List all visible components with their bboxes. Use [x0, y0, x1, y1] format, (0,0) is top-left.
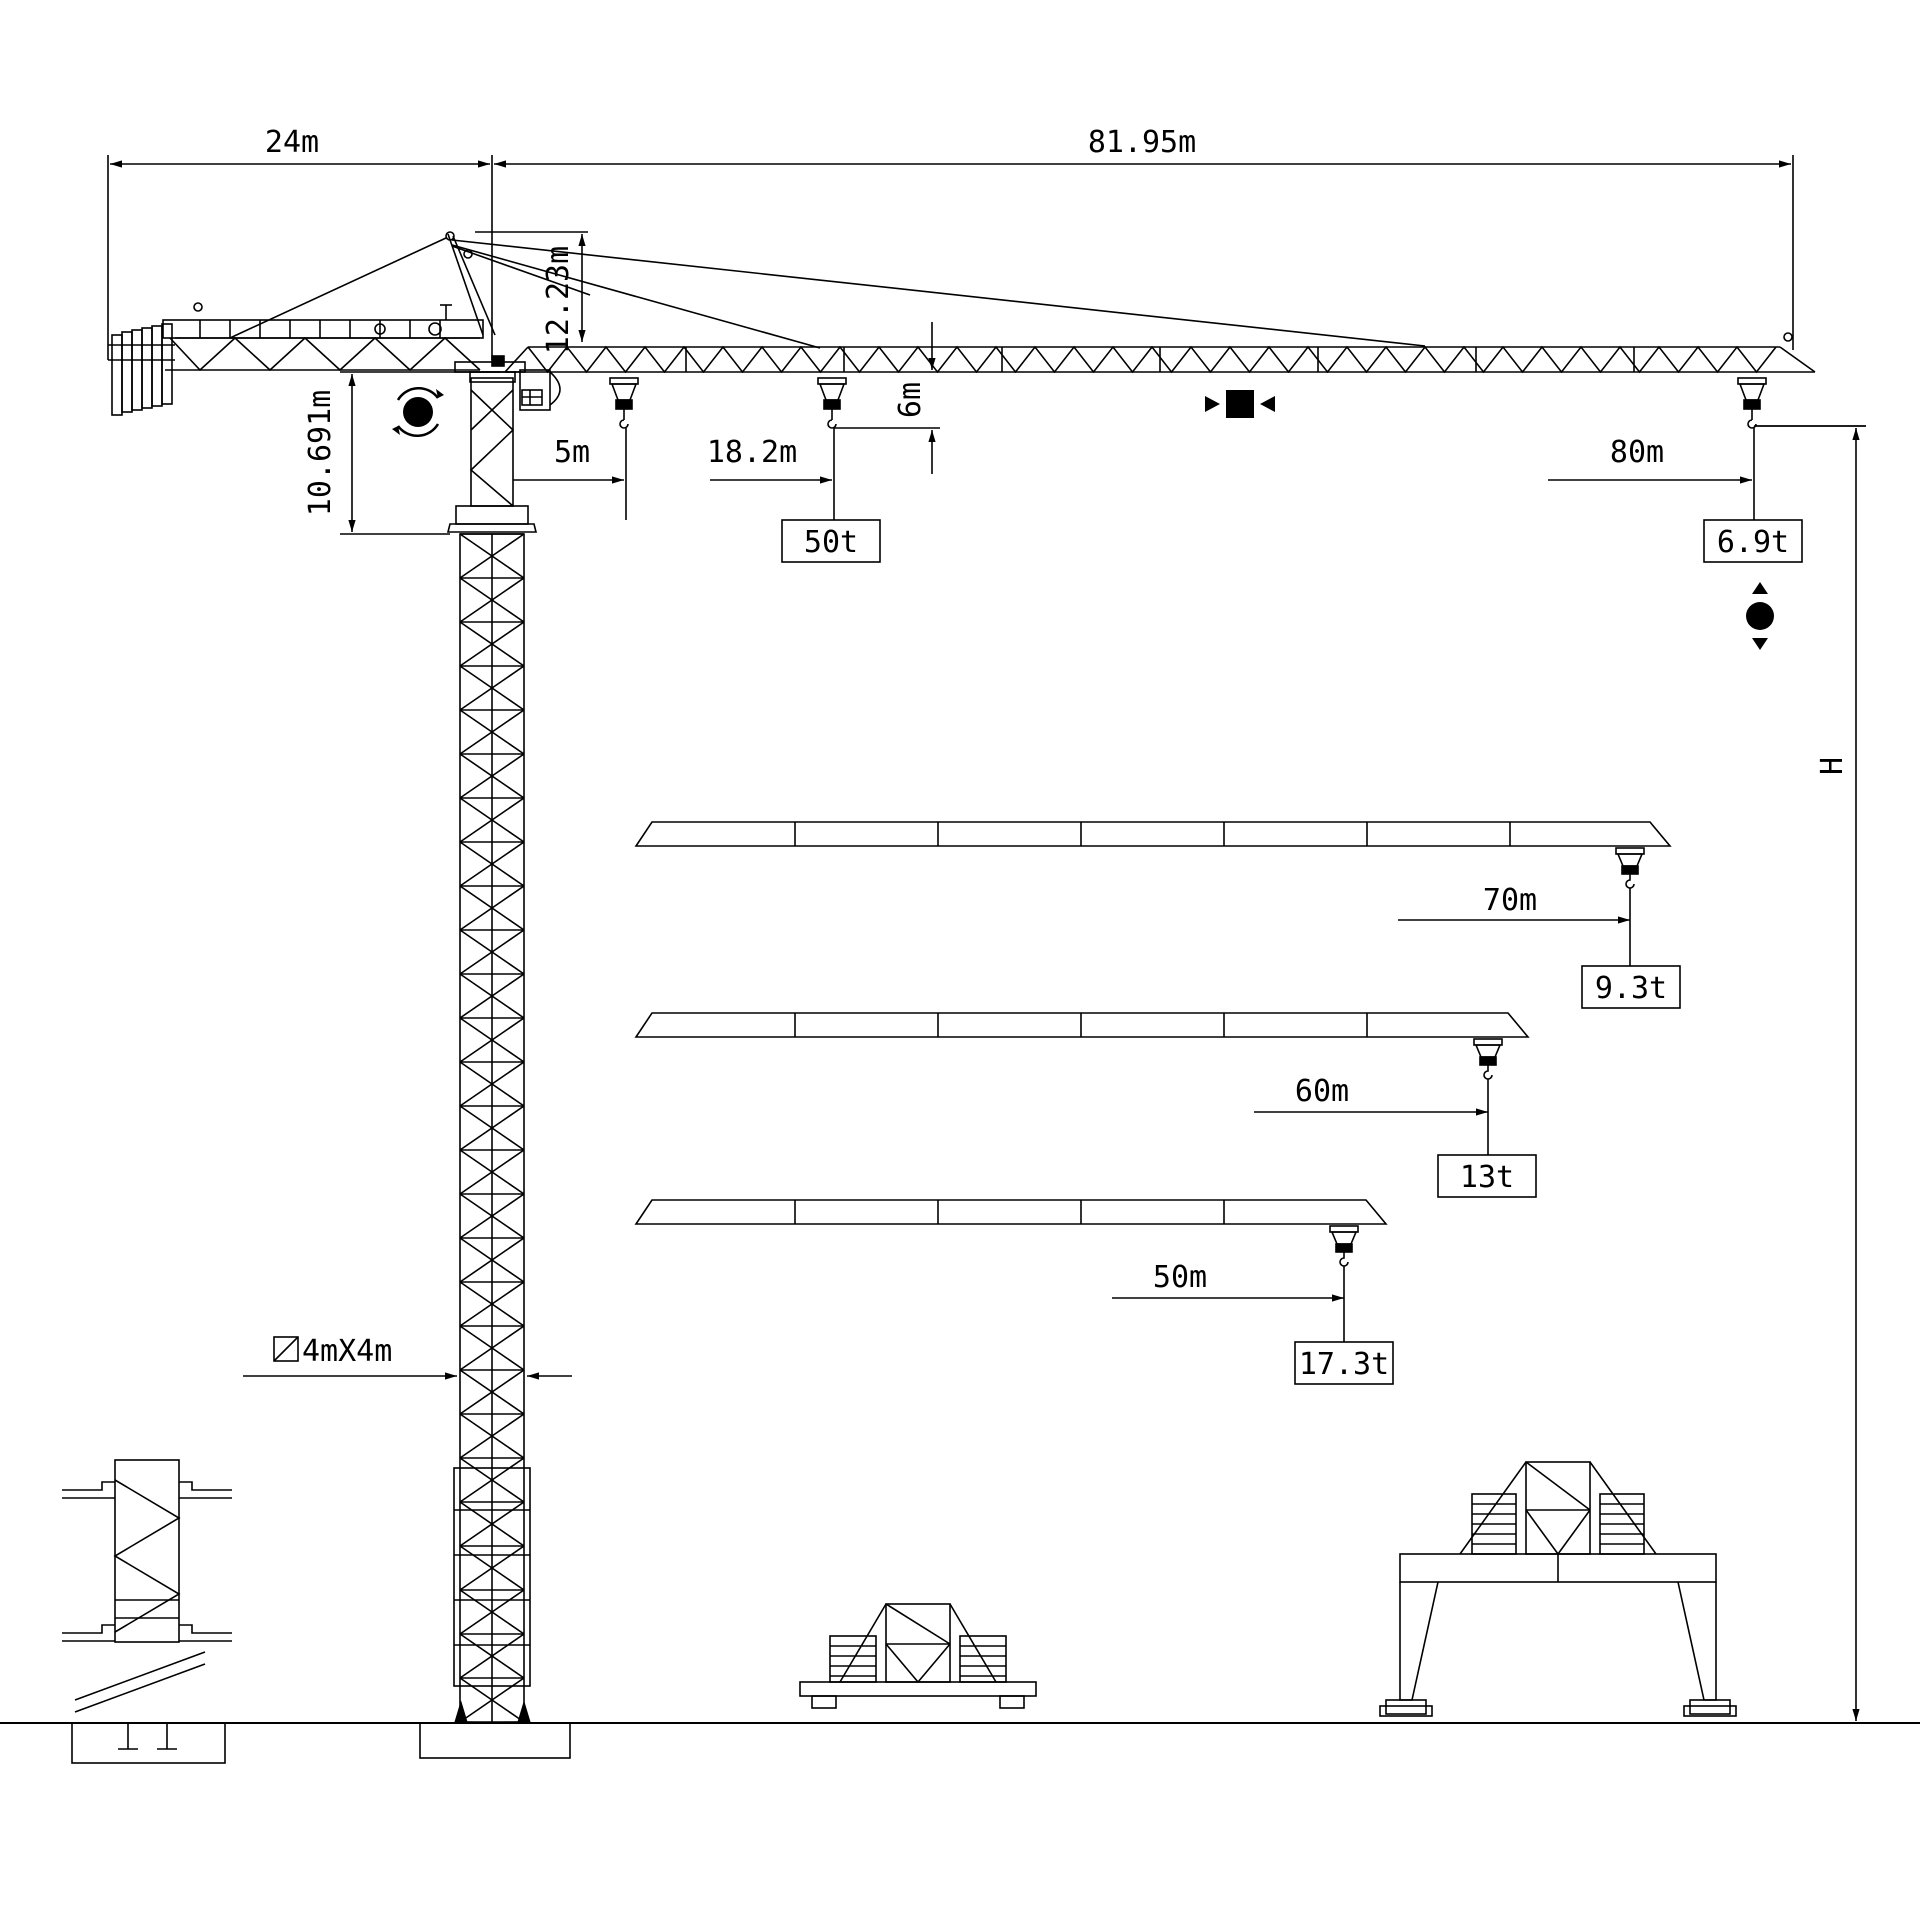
- height-symbol-label: H: [1815, 757, 1850, 775]
- trolley-gap-label: 6m: [893, 382, 928, 418]
- trolley-travel-icon: [1205, 390, 1275, 418]
- tower-mast: [419, 533, 571, 1759]
- radius-50m-label: 50m: [1153, 1260, 1207, 1295]
- counterweight-blocks: [108, 323, 175, 416]
- main-jib: [504, 332, 1816, 374]
- main-jib-length-label: 81.95m: [1088, 125, 1196, 160]
- travelling-gantry-base: [1379, 1461, 1737, 1717]
- height-dimension: [1756, 425, 1866, 1721]
- radius-60m-label: 60m: [1295, 1074, 1349, 1109]
- load-box-50t: [781, 519, 881, 563]
- radius-5m-label: 5m: [554, 435, 590, 470]
- alt-jib-50m: [634, 1199, 1394, 1385]
- load-17-3t-label: 17.3t: [1299, 1347, 1389, 1382]
- height-under-jib-dimension: [340, 371, 500, 535]
- tower-head-height-label: 12.23m: [541, 246, 576, 354]
- load-6-9t-label: 6.9t: [1717, 525, 1789, 560]
- alt-jib-60m: [634, 1012, 1537, 1198]
- load-box-6-9t: [1703, 519, 1803, 563]
- mast-top-section: [446, 377, 538, 533]
- counter-jib: [162, 302, 484, 372]
- hook-80m: [1737, 377, 1866, 520]
- hook-5m: [609, 377, 639, 520]
- height-under-jib-label: 10.691m: [303, 390, 338, 516]
- hook-18m: [817, 377, 940, 520]
- radius-80m-label: 80m: [1610, 435, 1664, 470]
- load-13t-label: 13t: [1460, 1160, 1514, 1195]
- top-dimensions: [107, 155, 1794, 360]
- anchor-base-detail: [62, 1459, 232, 1764]
- load-9-3t-label: 9.3t: [1595, 971, 1667, 1006]
- tower-head: [229, 231, 1426, 349]
- alt-jib-70m: [634, 821, 1681, 1009]
- counter-jib-length-label: 24m: [265, 125, 319, 160]
- ballast-base: [799, 1603, 1037, 1709]
- load-50t-label: 50t: [804, 525, 858, 560]
- hoisting-icon: [1746, 582, 1774, 650]
- radius-70m-label: 70m: [1483, 883, 1537, 918]
- radius-18m-label: 18.2m: [707, 435, 797, 470]
- tower-section-label: 4mX4m: [302, 1334, 392, 1369]
- slewing-icon: [392, 386, 444, 438]
- tower-section-dimension: [243, 1336, 572, 1380]
